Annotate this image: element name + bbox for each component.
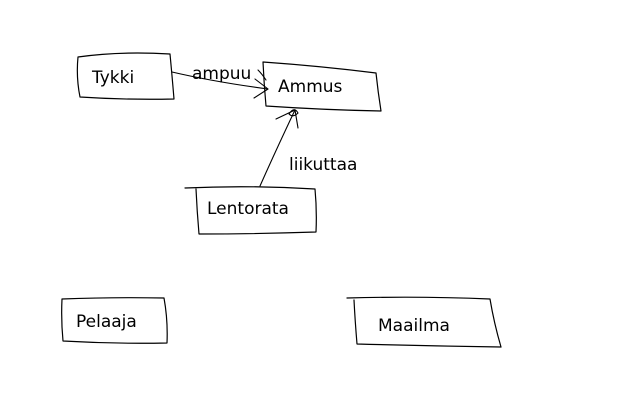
edge-tykki-ammus-label: ampuu (192, 64, 251, 84)
node-tykki: Tykki (76, 52, 175, 100)
node-pelaaja: Pelaaja (61, 297, 168, 344)
edge-tykki-ammus-tick (257, 69, 267, 81)
node-ammus-label: Ammus (278, 77, 343, 97)
edge-lentorata-ammus-arrowhead (275, 109, 299, 129)
node-lentorata-border (184, 186, 317, 235)
edge-lentorata-ammus: liikuttaa (259, 109, 357, 187)
edge-lentorata-ammus-line (259, 109, 296, 187)
node-pelaaja-border (61, 297, 168, 344)
edge-tykki-ammus: ampuu (171, 64, 269, 99)
edge-tykki-ammus-line (171, 71, 269, 90)
edge-tykki-ammus-arrowhead (253, 78, 269, 99)
node-tykki-border (76, 52, 175, 100)
edge-lentorata-ammus-scribble (288, 109, 299, 117)
node-maailma-border (346, 296, 502, 348)
node-maailma: Maailma (346, 296, 502, 348)
node-pelaaja-label: Pelaaja (76, 312, 137, 332)
node-ammus-border (262, 61, 382, 112)
node-ammus: Ammus (262, 61, 382, 112)
edge-lentorata-ammus-label: liikuttaa (289, 155, 357, 175)
node-tykki-label: Tykki (91, 68, 134, 88)
node-lentorata: Lentorata (184, 186, 317, 235)
node-lentorata-label: Lentorata (207, 199, 289, 219)
node-maailma-label: Maailma (378, 316, 450, 336)
